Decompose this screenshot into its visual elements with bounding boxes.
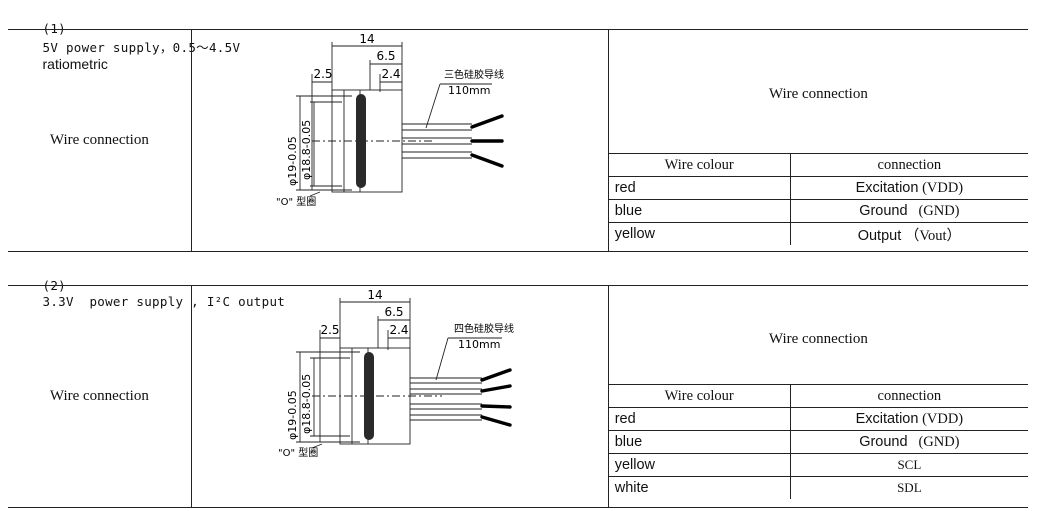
section1-col-connection: connection [790,153,1028,177]
wire-colour: yellow [608,222,791,245]
wire-note: 四色硅胶导线 [454,322,514,335]
dim-right-label: 2.4 [389,323,408,337]
section2-col-connection: connection [790,384,1028,408]
oring-gasket [363,352,374,440]
wire-connection: Ground (GND) [790,430,1028,454]
section2-wire-table-cell: Wire connection Wire colour connection r… [607,285,1028,508]
section2-drawing-cell: 14 6.5 2.5 2.4 φ19-0.05 φ18.8-0.05 "O" 型… [190,285,609,508]
table-row: blue Ground (GND) [608,199,1028,223]
dia-outer-label: φ19-0.05 [286,390,299,440]
section2-table: Wire connection [8,285,1028,508]
dim-total-label: 14 [359,32,374,46]
dim-right-label: 2.4 [381,67,400,81]
section1-wire-table-title: Wire connection [768,86,868,102]
table-row: yellow Output （Vout） [608,222,1028,245]
wire-connection: SCL [790,453,1028,477]
wire-connection: Ground (GND) [790,199,1028,223]
wire-length: 110mm [458,338,500,351]
dim-mid-label: 6.5 [384,305,403,319]
section2-wire-table-title: Wire connection [768,330,868,347]
wire-connection: Excitation (VDD) [790,176,1028,200]
wire-note: 三色硅胶导线 [444,68,504,81]
table-row: blue Ground (GND) [608,430,1028,454]
table-row: white SDL [608,476,1028,499]
oring-label: "O" 型圈 [276,195,316,208]
wire-colour: yellow [608,453,791,477]
table-row: red Excitation (VDD) [608,407,1028,431]
section1-drawing-cell: 14 6.5 2.5 2.4 φ19-0.05 φ18.8-0.05 "O" 型… [190,29,609,252]
section1-row-label: Wire connection [8,29,192,252]
section2-row-label: Wire connection [8,285,192,508]
wire-colour: red [608,176,791,200]
section1-wire-table: Wire connection Wire colour connection r… [608,36,1028,245]
table-row: red Excitation (VDD) [608,176,1028,200]
wire-connection: Output （Vout） [790,222,1028,245]
sensor-drawing-4wire: 14 6.5 2.5 2.4 φ19-0.05 φ18.8-0.05 "O" 型… [278,288,514,459]
oring-label: "O" 型圈 [278,446,318,459]
dim-mid-label: 6.5 [376,49,395,63]
table-row: yellow SCL [608,453,1028,477]
wire-length: 110mm [448,84,490,97]
wire-colour: white [608,476,791,499]
dia-outer-label: φ19-0.05 [286,136,299,186]
section2-col-colour: Wire colour [608,384,791,408]
wire-colour: blue [608,199,791,223]
sensor-drawing-3wire: 14 6.5 2.5 2.4 φ19-0.05 φ18.8-0.05 "O" 型… [276,32,504,208]
dia-inner-label: φ18.8-0.05 [300,374,313,434]
wire-connection: Excitation (VDD) [790,407,1028,431]
section1-wire-table-cell: Wire connection Wire colour connection r… [607,29,1028,252]
dim-left-label: 2.5 [320,323,339,337]
dim-left-label: 2.5 [313,67,332,81]
dim-total-label: 14 [367,288,382,302]
dia-inner-label: φ18.8-0.05 [300,120,313,180]
section1-table: Wire connection [8,29,1028,252]
oring-gasket [355,94,366,188]
section2-wire-table: Wire connection Wire colour connection r… [608,294,1028,499]
wire-colour: red [608,407,791,431]
section1-col-colour: Wire colour [608,153,791,177]
wire-connection: SDL [790,476,1028,499]
wire-colour: blue [608,430,791,454]
